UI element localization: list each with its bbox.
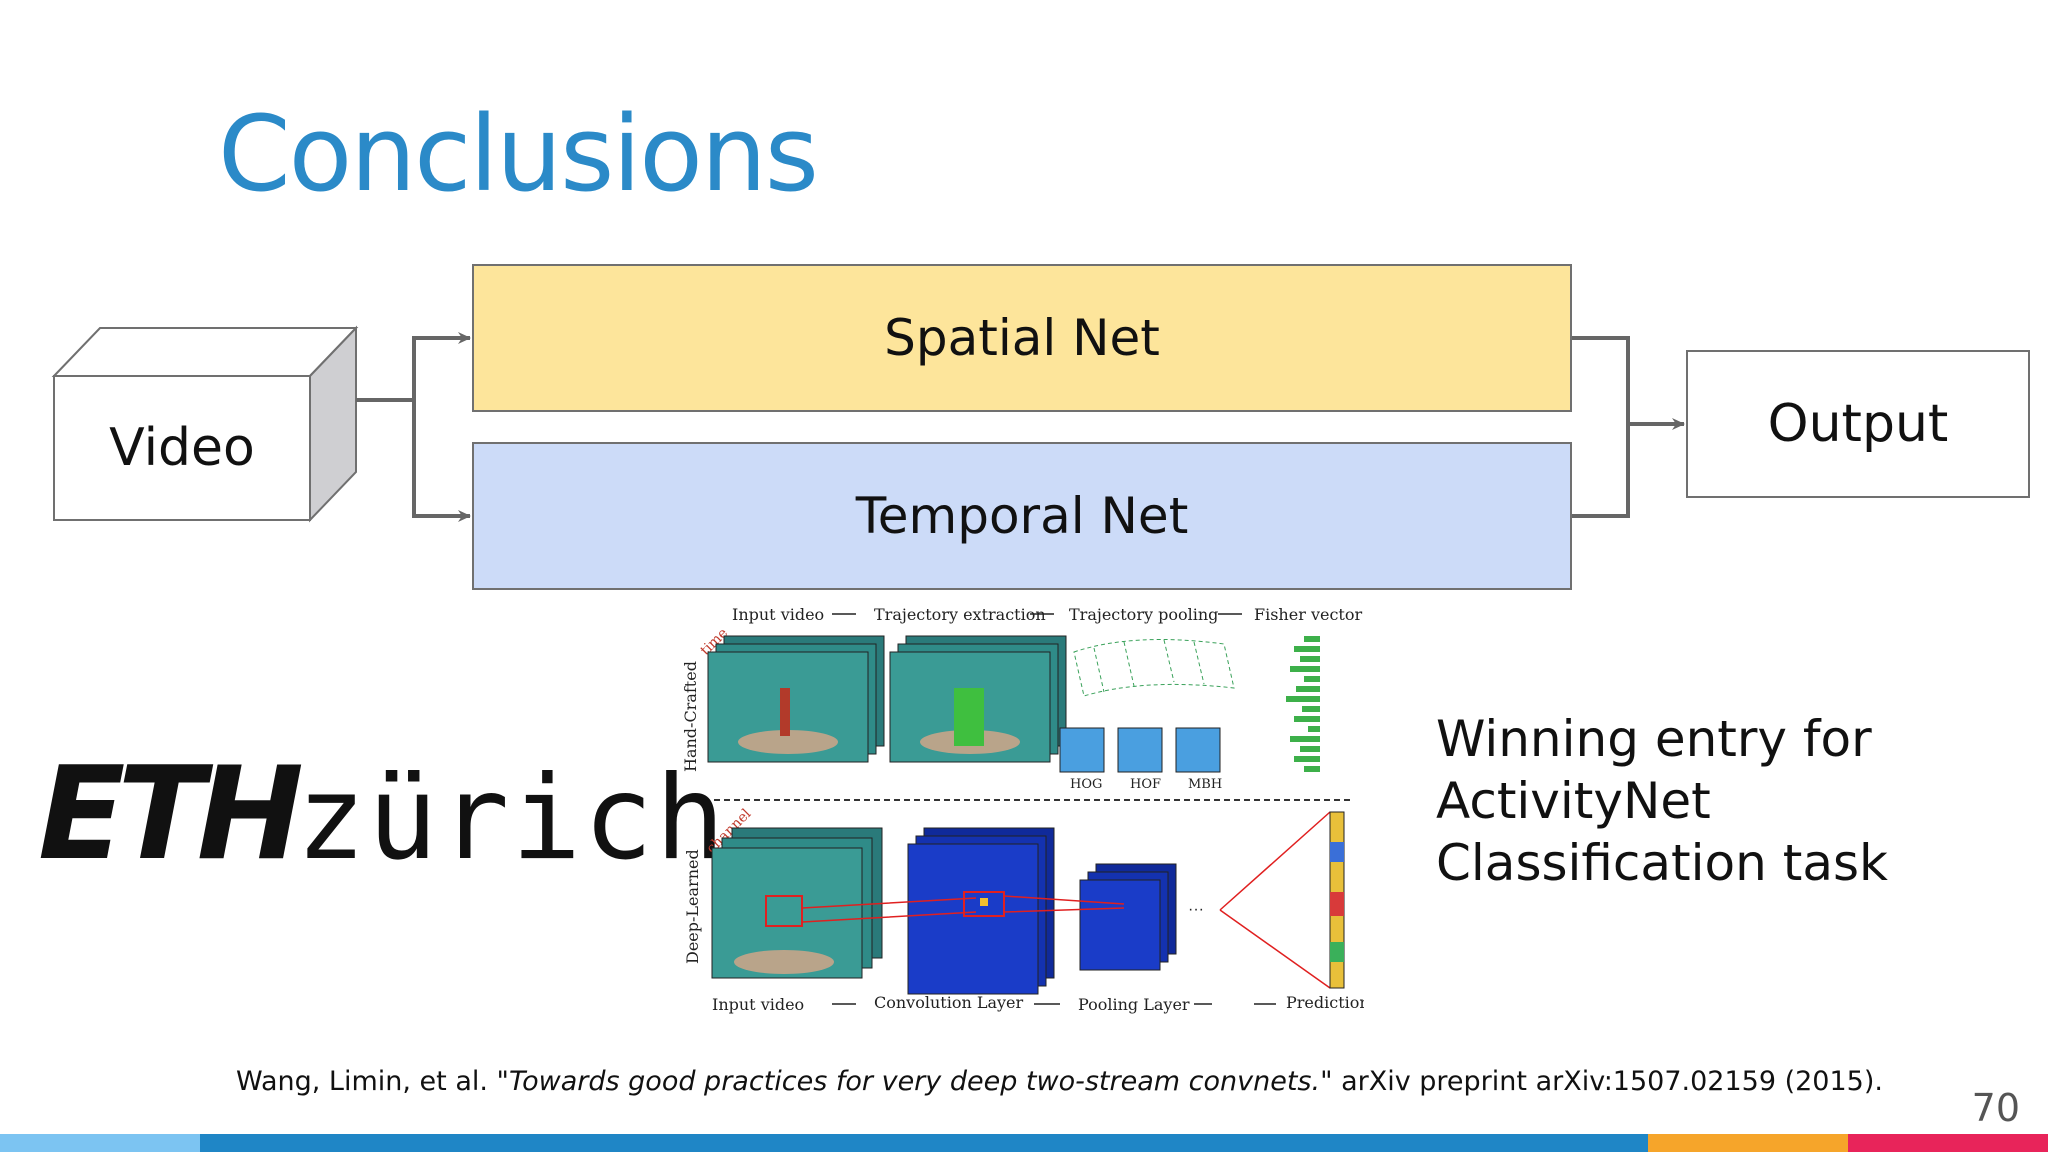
fig-bottom-label-1: Convolution Layer bbox=[874, 993, 1024, 1012]
video-split-line-lower bbox=[412, 400, 471, 522]
spatial-net-box: Spatial Net bbox=[472, 264, 1572, 412]
video-split-line bbox=[356, 332, 471, 402]
page-number: 70 bbox=[1971, 1086, 2020, 1130]
fig-bottom-label-2: Pooling Layer bbox=[1078, 995, 1190, 1014]
fig-input-frames-bottom bbox=[711, 827, 883, 979]
slide-title: Conclusions bbox=[218, 93, 819, 215]
eth-zurich-logo: ETHzürich bbox=[38, 740, 727, 889]
fig-row-label-1: Deep-Learned bbox=[683, 849, 702, 964]
fig-bottom-label-0: Input video bbox=[712, 995, 804, 1014]
fig-trajectory-frames bbox=[889, 635, 1067, 763]
fig-top-label-1: Trajectory extraction bbox=[874, 605, 1046, 624]
note-line-0: Winning entry for bbox=[1436, 710, 1872, 768]
note-line-2: Classification task bbox=[1436, 834, 1888, 892]
svg-text:···: ··· bbox=[1188, 901, 1204, 918]
fig-bottom-label-3: Prediction bbox=[1286, 993, 1364, 1012]
citation: Wang, Limin, et al. "Towards good practi… bbox=[236, 1066, 1883, 1097]
temporal-net-box: Temporal Net bbox=[472, 442, 1572, 590]
fig-pool-layer bbox=[1079, 863, 1177, 971]
citation-suffix: " arXiv preprint arXiv:1507.02159 (2015)… bbox=[1320, 1066, 1883, 1097]
fig-feature-label-1: HOF bbox=[1130, 777, 1161, 792]
bar-segment-2 bbox=[1648, 1134, 1848, 1152]
eth-logo-light: zürich bbox=[295, 751, 727, 886]
fig-top-label-3: Fisher vector bbox=[1254, 605, 1362, 624]
fig-input-frames-top bbox=[707, 635, 885, 763]
bar-segment-0 bbox=[0, 1134, 200, 1152]
fig-top-label-0: Input video bbox=[732, 605, 824, 624]
fig-row-label-0: Hand-Crafted bbox=[681, 661, 700, 772]
fig-top-label-2: Trajectory pooling bbox=[1069, 605, 1218, 624]
bar-segment-3 bbox=[1848, 1134, 2048, 1152]
bottom-color-bar bbox=[0, 1134, 2048, 1152]
winning-entry-note: Winning entry for ActivityNet Classifica… bbox=[1436, 708, 1888, 894]
merge-line bbox=[1572, 336, 1630, 518]
video-cube bbox=[51, 325, 359, 523]
fig-feature-label-0: HOG bbox=[1070, 777, 1102, 792]
fig-pooling-grid bbox=[1073, 639, 1235, 697]
citation-prefix: Wang, Limin, et al. " bbox=[236, 1066, 509, 1097]
note-line-1: ActivityNet bbox=[1436, 772, 1711, 830]
citation-title: Towards good practices for very deep two… bbox=[508, 1066, 1321, 1097]
eth-logo-bold: ETH bbox=[38, 740, 304, 889]
fig-prediction-bar bbox=[1329, 811, 1345, 989]
video-label: Video bbox=[109, 418, 255, 478]
fig-feature-blocks bbox=[1059, 727, 1221, 773]
output-box: Output bbox=[1686, 350, 2030, 498]
bar-segment-1 bbox=[200, 1134, 1648, 1152]
fig-fisher-vector bbox=[1286, 636, 1320, 772]
paper-figure: Input video Trajectory extraction Trajec… bbox=[681, 605, 1364, 1014]
fig-feature-label-2: MBH bbox=[1188, 777, 1222, 792]
